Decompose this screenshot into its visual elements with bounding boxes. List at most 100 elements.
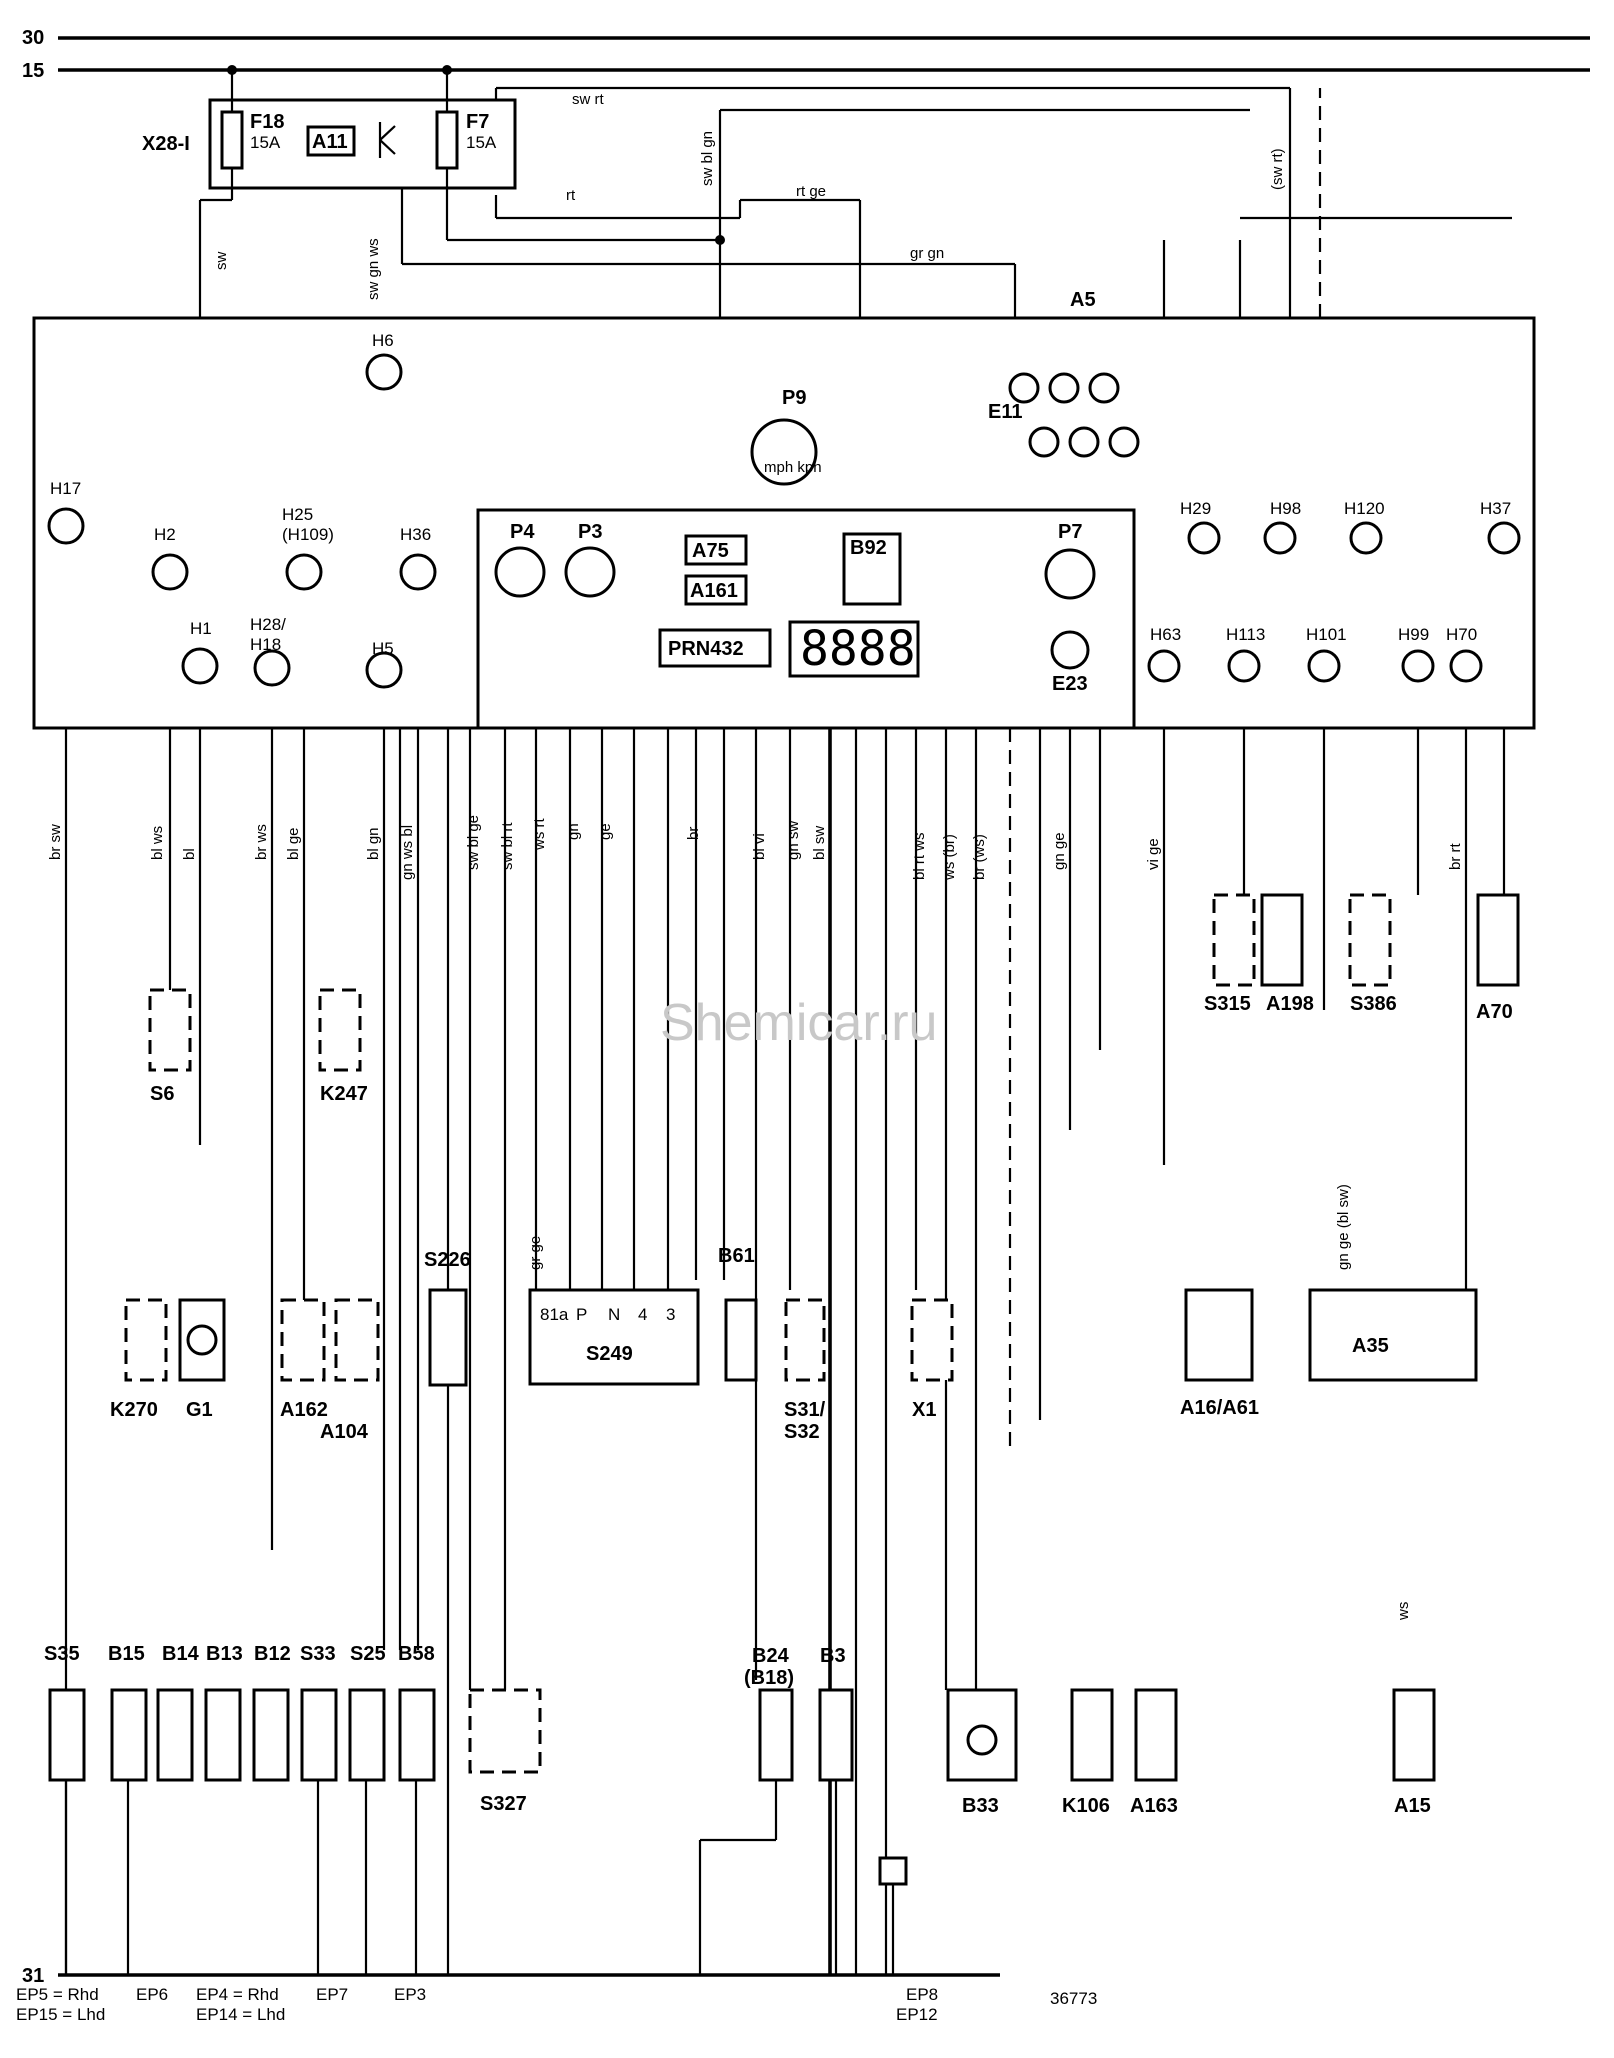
speedometer-units: mph kph	[764, 459, 822, 476]
module-a198-label: A198	[1266, 993, 1314, 1015]
lamp-h98-label: H98	[1270, 499, 1301, 518]
prnd-indicator: PRN432	[668, 638, 744, 660]
wire-label-16: sw bl rt	[499, 822, 516, 870]
s249-pin-81a: 81a	[540, 1305, 569, 1324]
ground-note-ep5: EP5 = Rhd	[16, 1985, 99, 2004]
module-a35-label: A35	[1352, 1335, 1389, 1357]
sensor-b3-label: B3	[820, 1645, 846, 1667]
switch-s35-label: S35	[44, 1643, 80, 1665]
wire-label-10: bl	[181, 848, 198, 860]
wire-label-27: vi ge	[1145, 838, 1162, 870]
illumination-e11-label: E11	[988, 401, 1022, 423]
switch-b13-label: B13	[206, 1643, 243, 1665]
ground-note-ep4: EP4 = Rhd	[196, 1985, 279, 2004]
relay-k270-label: K270	[110, 1399, 158, 1421]
switch-s226-label: S226	[424, 1249, 471, 1271]
lamp-h6-label: H6	[372, 331, 394, 350]
ground-note-ep3: EP3	[394, 1985, 426, 2004]
watermark: Shemicar.ru	[660, 994, 937, 1052]
wire-label-21: bl vi	[751, 833, 768, 860]
module-a16-a61-label: A16/A61	[1180, 1397, 1259, 1419]
lamp-h120-label: H120	[1344, 499, 1385, 518]
wire-label-17: ws rt	[531, 818, 548, 851]
wire-label-20: br	[685, 827, 702, 840]
rail-15-label: 15	[22, 60, 44, 82]
lamp-h113-label: H113	[1226, 625, 1265, 644]
gauge-e23-label: E23	[1052, 673, 1088, 695]
lamp-h29-label: H29	[1180, 499, 1211, 518]
switch-s249-label: S249	[586, 1343, 633, 1365]
s249-pin-3: 3	[666, 1305, 675, 1324]
sensor-b33-label: B33	[962, 1795, 999, 1817]
wire-label-7: (sw rt)	[1269, 148, 1286, 190]
s249-pin-p: P	[576, 1305, 587, 1324]
ground-note-ep7: EP7	[316, 1985, 348, 2004]
relay-a11-label: A11	[312, 131, 348, 153]
wire-label-11: br ws	[253, 824, 270, 860]
switch-s386-label: S386	[1350, 993, 1397, 1015]
ground-note-ep8: EP8	[906, 1985, 938, 2004]
wire-label-23: bl sw	[811, 826, 828, 860]
components: S6 K247 K270 G1 A162 A104 S226 S249 81a …	[44, 893, 1520, 1817]
supply-rails: 30 15	[22, 27, 1590, 82]
cluster-name: A5	[1070, 289, 1096, 311]
wire-label-26: br (ws)	[971, 834, 988, 880]
module-a162-label: A162	[280, 1399, 328, 1421]
switch-b12-label: B12	[254, 1643, 291, 1665]
wire-label-9: bl ws	[149, 826, 166, 860]
ground-note-ep12: EP12	[896, 2005, 938, 2024]
lamp-h25-label: H25	[282, 505, 313, 524]
ground-note-ep15: EP15 = Lhd	[16, 2005, 105, 2024]
speedometer-p9-label: P9	[782, 387, 806, 409]
wire-label-6: sw gn ws	[365, 238, 382, 300]
cluster-wires	[64, 728, 1102, 1975]
switch-s31-label: S31/	[784, 1399, 826, 1421]
fuse-f7-label: F7	[466, 111, 489, 133]
s249-pin-n: N	[608, 1305, 620, 1324]
fusebox-name: X28-I	[142, 133, 190, 155]
wire-label-18: gn	[565, 823, 582, 840]
lamp-h109-label: (H109)	[282, 525, 334, 544]
ground-note-ep6: EP6	[136, 1985, 168, 2004]
sensor-b61-label: B61	[718, 1245, 755, 1267]
module-a15-label: A15	[1394, 1795, 1431, 1817]
wire-label-28: gn ge	[1051, 832, 1068, 870]
wire-label-24: bl rt ws	[911, 832, 928, 880]
rail-31-label: 31	[22, 1965, 44, 1987]
buzzer-b92-label: B92	[850, 537, 887, 559]
lamp-h2-label: H2	[154, 525, 176, 544]
switch-b15-label: B15	[108, 1643, 145, 1665]
relay-k247-label: K247	[320, 1083, 368, 1105]
lamp-h17-label: H17	[50, 479, 81, 498]
fuse-f7-rating: 15A	[466, 133, 497, 152]
wire-label-13: bl gn	[365, 827, 382, 860]
warning-lamps: H17 H2 H1 H25 (H109) H28/ H18 H5 H36 H6 …	[47, 331, 1521, 689]
switch-s25-label: S25	[350, 1643, 386, 1665]
wire-label-19: ge	[597, 823, 614, 840]
wire-label-25: ws (br)	[941, 834, 958, 881]
lamp-h1-label: H1	[190, 619, 212, 638]
fusebox-x28i: X28-I F18 15A F7 15A A11	[142, 65, 1290, 318]
gauge-p3-label: P3	[578, 521, 602, 543]
wire-label-3: rt	[566, 187, 576, 204]
generator-g1-label: G1	[186, 1399, 213, 1421]
relay-k106-label: K106	[1062, 1795, 1110, 1817]
fuse-f18-label: F18	[250, 111, 284, 133]
right-side-wires	[1162, 88, 1512, 1290]
rail-30-label: 30	[22, 27, 44, 49]
wire-label-4: gr gn	[910, 245, 944, 262]
gauge-p7-label: P7	[1058, 521, 1082, 543]
wire-label-15: sw bl ge	[465, 815, 482, 870]
sensor-b18-label: (B18)	[744, 1667, 794, 1689]
lamp-h37-label: H37	[1480, 499, 1511, 518]
sensor-b24-label: B24	[752, 1645, 790, 1667]
wire-label-5: sw	[213, 252, 230, 271]
lamp-h63-label: H63	[1150, 625, 1181, 644]
module-a70-label: A70	[1476, 1001, 1513, 1023]
module-a75-label: A75	[692, 540, 729, 562]
wire-label-1: sw bl gn	[699, 131, 716, 186]
fuse-f18-rating: 15A	[250, 133, 281, 152]
lamp-h70-label: H70	[1446, 625, 1477, 644]
s249-pin-4: 4	[638, 1305, 647, 1324]
module-a163-label: A163	[1130, 1795, 1178, 1817]
